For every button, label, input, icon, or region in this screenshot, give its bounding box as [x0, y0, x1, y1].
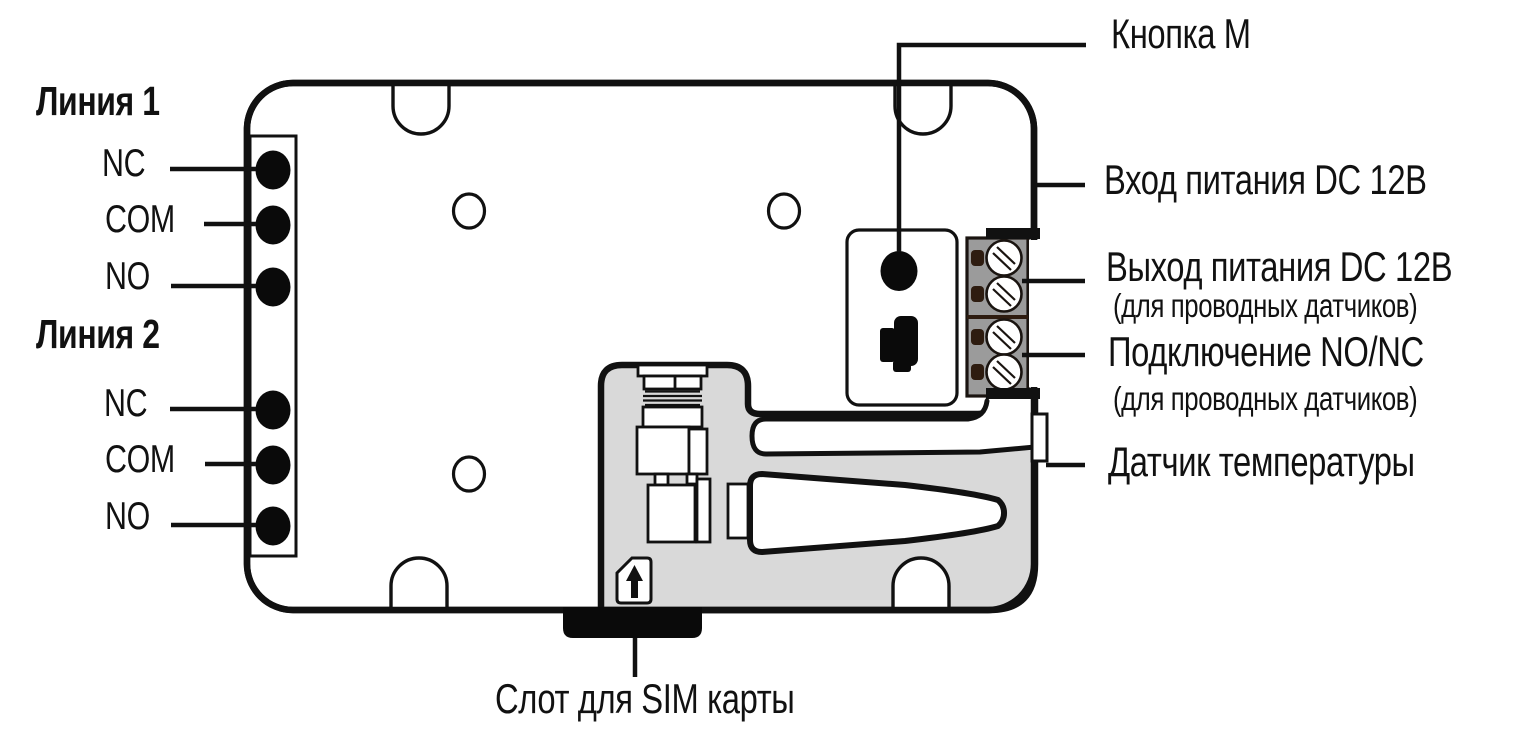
temperature-sensor-tab	[1030, 412, 1049, 463]
power-out-note: (для проводных датчиков)	[1113, 287, 1418, 324]
nonc-label: Подключение NO/NC	[1108, 328, 1424, 375]
terminal-wire-holes	[971, 250, 984, 380]
gsm-antenna	[747, 471, 1007, 555]
top-notch	[893, 85, 953, 136]
sim-icon-arrow	[626, 565, 643, 598]
sim-card-insert-arrow-icon	[615, 556, 653, 605]
connector-cap	[642, 374, 703, 391]
terminal-cap-bottom	[986, 388, 1040, 399]
line1-com-terminal	[255, 205, 291, 245]
line2-nc-label: NC	[104, 382, 148, 425]
edge-opening	[1029, 240, 1045, 387]
line1-com-label: COM	[105, 198, 175, 241]
line2-no-terminal	[255, 506, 291, 546]
connector-flange	[695, 477, 712, 544]
relay-terminal-dots	[255, 150, 291, 546]
sim-slot-label: Слот для SIM карты	[495, 675, 795, 722]
terminal-cap-top	[986, 228, 1040, 239]
mounting-hole	[766, 192, 802, 230]
line2-no-label: NO	[105, 495, 150, 538]
line1-nc-terminal	[255, 150, 291, 190]
sim-slot	[563, 607, 702, 638]
case-notches	[389, 85, 953, 608]
connector-threads	[643, 390, 702, 407]
button-m-line	[896, 42, 1086, 252]
line2-com-label: COM	[105, 438, 175, 481]
bottom-notch	[891, 556, 951, 608]
mounting-holes	[451, 192, 802, 493]
top-notch	[391, 85, 451, 136]
screw-slots	[992, 246, 1016, 385]
usb-port-icon	[880, 316, 918, 372]
nonc-note: (для проводных датчиков)	[1113, 380, 1418, 417]
line1-no-terminal	[255, 267, 291, 307]
line1-no-label: NO	[105, 255, 150, 298]
connector-body	[635, 425, 691, 476]
cable-channel	[752, 399, 1035, 454]
terminal-screws	[985, 239, 1023, 391]
cable-channel-outline	[749, 398, 1038, 457]
connector-top-bar	[636, 363, 709, 378]
mounting-hole	[451, 455, 487, 493]
connector-neck	[653, 472, 670, 487]
connector-nut	[641, 405, 704, 429]
antenna-connector	[635, 363, 750, 544]
mounting-hole	[451, 192, 487, 230]
relay-terminal-strip	[248, 134, 298, 558]
line1-nc-label: NC	[102, 142, 146, 185]
power-out-label: Выход питания DC 12В	[1106, 243, 1453, 290]
wired-sensor-terminal-block	[965, 236, 1030, 398]
connector-elbow	[646, 483, 697, 544]
connector-neck2	[685, 472, 699, 486]
antenna-base	[726, 482, 750, 540]
callout-lines	[170, 42, 1086, 677]
line2-com-terminal	[255, 445, 291, 485]
line2-title: Линия 2	[36, 311, 160, 357]
bottom-notch	[389, 556, 449, 608]
button-m-label: Кнопка M	[1111, 10, 1251, 57]
line1-title: Линия 1	[36, 78, 160, 124]
m-button-dot	[880, 251, 918, 291]
line2-nc-terminal	[255, 390, 291, 430]
connector-body-side	[687, 427, 709, 476]
power-in-label: Вход питания DC 12В	[1104, 156, 1427, 203]
temp-sensor-label: Датчик температуры	[1108, 438, 1415, 485]
